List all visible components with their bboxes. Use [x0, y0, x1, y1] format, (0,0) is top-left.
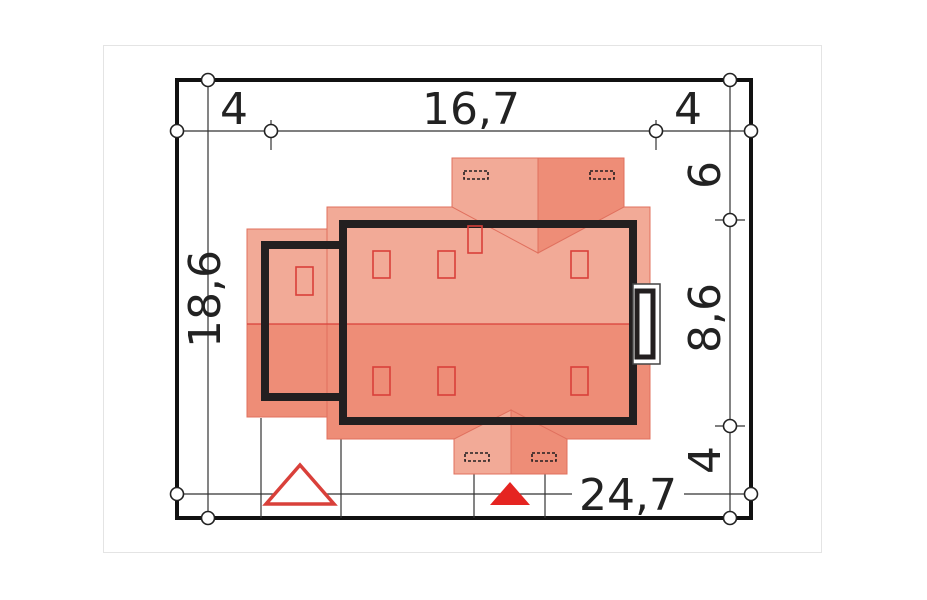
dim-setback-left: 4: [220, 84, 248, 135]
dimension-nodes: [169, 72, 759, 526]
dim-setback-bottom: 4: [680, 446, 731, 474]
garage-walls: [261, 241, 343, 401]
dim-setback-top: 6: [680, 161, 731, 189]
garage-entrance-marker: [262, 462, 338, 506]
main-entrance-marker: [490, 482, 530, 505]
dim-setback-right: 4: [674, 84, 702, 135]
plot-boundary: [175, 78, 753, 520]
dim-depth-total: 18,6: [180, 250, 231, 348]
dormer-window-marks: [463, 170, 615, 462]
porch-roof-right: [510, 409, 568, 475]
garage-roof-lower: [246, 323, 328, 418]
dim-building-width: 16,7: [422, 84, 520, 135]
dim-building-depth: 8,6: [680, 283, 731, 353]
roof-windows: [295, 225, 589, 396]
house-roof: [246, 157, 651, 475]
dim-width-total: 24,7: [579, 470, 677, 521]
